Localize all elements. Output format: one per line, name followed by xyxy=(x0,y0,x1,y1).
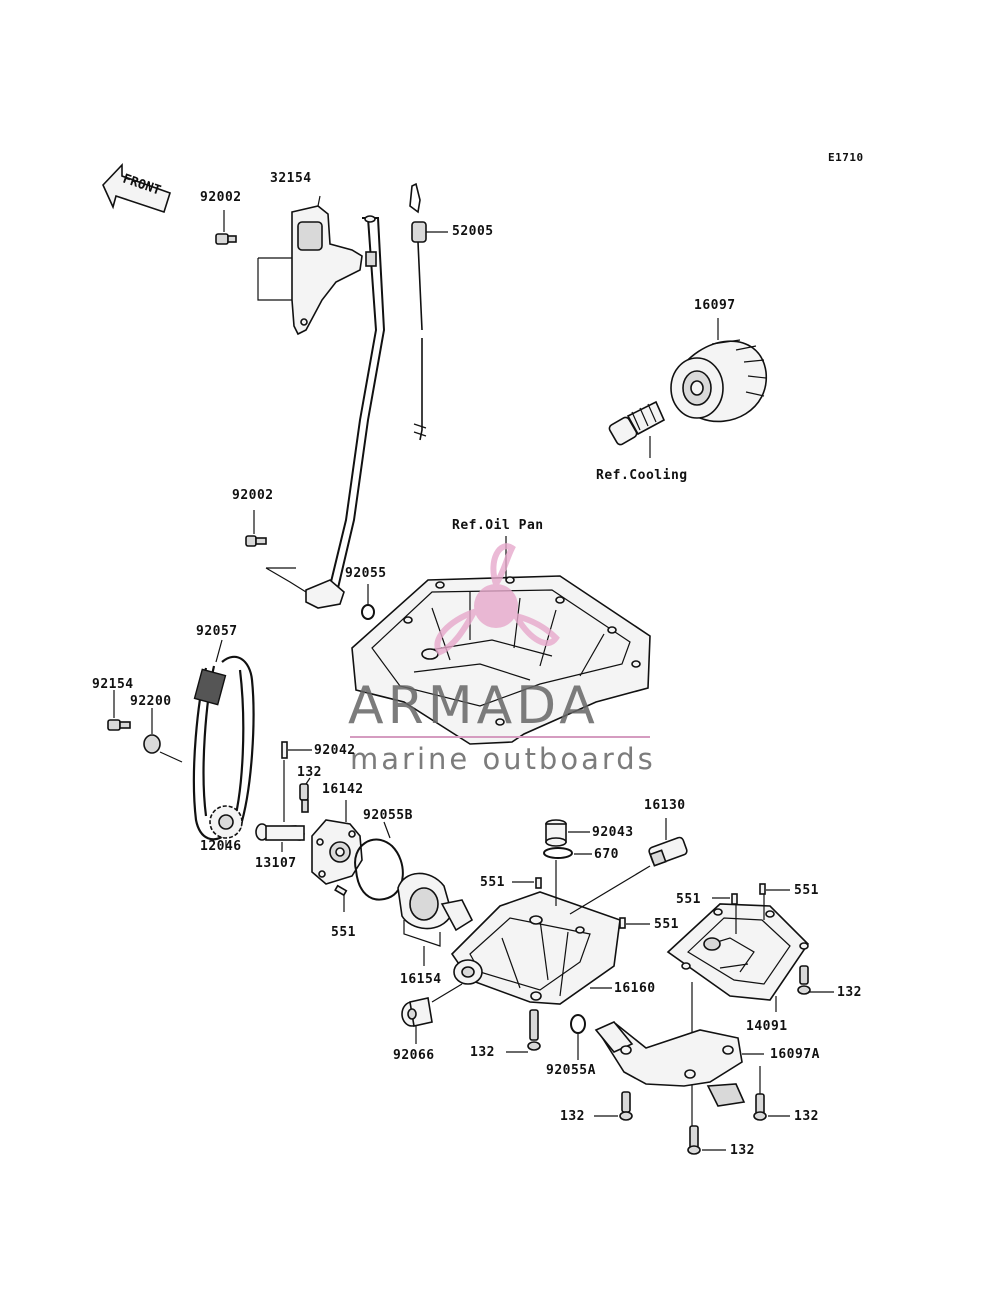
part-label[interactable]: 132 xyxy=(730,1143,755,1158)
bolt-132-cover xyxy=(797,965,811,995)
bolt-92002-upper xyxy=(215,233,237,245)
armada-logo-icon xyxy=(434,543,560,656)
pin-551-b xyxy=(619,917,626,929)
part-label[interactable]: 16097A xyxy=(770,1047,820,1062)
part-label[interactable]: 92200 xyxy=(130,694,172,709)
gasket-92055B xyxy=(354,838,404,901)
dipstick-52005 xyxy=(409,182,427,441)
part-label[interactable]: 16154 xyxy=(400,972,442,987)
dipstick-tube xyxy=(305,215,386,609)
part-label[interactable]: 670 xyxy=(594,847,619,862)
part-label[interactable]: 132 xyxy=(297,765,322,780)
oring-92055A xyxy=(570,1014,586,1034)
bolt-132-pump xyxy=(299,783,309,813)
oil-filter-16097 xyxy=(670,339,767,423)
bolt-92154 xyxy=(107,719,131,731)
part-label[interactable]: 132 xyxy=(794,1109,819,1124)
part-label[interactable]: 13107 xyxy=(255,856,297,871)
diagram-code: E1710 xyxy=(828,151,864,164)
oring-92055 xyxy=(361,604,375,620)
watermark-subtitle: marine outboards xyxy=(350,742,656,776)
part-label[interactable]: 16097 xyxy=(694,298,736,313)
bolt-92002-lower xyxy=(245,535,267,547)
ref-oil-pan-label[interactable]: Ref.Oil Pan xyxy=(452,518,544,533)
part-label[interactable]: 92002 xyxy=(232,488,274,503)
watermark-divider xyxy=(350,736,650,738)
part-label[interactable]: 132 xyxy=(470,1045,495,1060)
part-label[interactable]: 551 xyxy=(794,883,819,898)
ref-cooling-label[interactable]: Ref.Cooling xyxy=(596,468,688,483)
part-label[interactable]: 12046 xyxy=(200,839,242,854)
part-label[interactable]: 92055 xyxy=(345,566,387,581)
bolt-132-lower-center xyxy=(687,1125,701,1155)
watermark-title: ARMADA xyxy=(348,676,599,736)
cooling-fitting xyxy=(608,400,666,446)
oil-pump-body-16142 xyxy=(311,819,363,885)
part-label[interactable]: 16142 xyxy=(322,782,364,797)
part-label[interactable]: 132 xyxy=(837,985,862,1000)
pin-551-a xyxy=(535,877,542,889)
sprocket-12046 xyxy=(209,805,243,839)
collar-92066 xyxy=(401,997,433,1027)
part-label[interactable]: 92066 xyxy=(393,1048,435,1063)
part-label[interactable]: 52005 xyxy=(452,224,494,239)
part-label[interactable]: 551 xyxy=(654,917,679,932)
bolt-132-lower-right xyxy=(753,1093,767,1121)
pin-551-c xyxy=(731,893,738,905)
part-label[interactable]: 92055A xyxy=(546,1063,596,1078)
pump-housing-16160 xyxy=(450,891,621,1005)
pressure-switch-16130 xyxy=(648,836,688,867)
part-label[interactable]: 14091 xyxy=(746,1019,788,1034)
shaft-13107 xyxy=(255,823,306,841)
bolt-132-housing xyxy=(527,1009,541,1051)
pin-551-d xyxy=(759,883,766,895)
part-label[interactable]: 92043 xyxy=(592,825,634,840)
part-label[interactable]: 551 xyxy=(480,875,505,890)
bracket-32154 xyxy=(291,205,363,336)
pin-551-pump xyxy=(334,884,348,897)
cover-14091 xyxy=(666,903,810,1001)
part-label[interactable]: 551 xyxy=(331,925,356,940)
part-label[interactable]: 92154 xyxy=(92,677,134,692)
part-label[interactable]: 132 xyxy=(560,1109,585,1124)
washer-92200 xyxy=(143,734,161,754)
rotor-16154 xyxy=(397,872,474,932)
pin-92042 xyxy=(281,741,288,759)
part-label[interactable]: 16130 xyxy=(644,798,686,813)
part-label[interactable]: 551 xyxy=(676,892,701,907)
part-label[interactable]: 32154 xyxy=(270,171,312,186)
part-label[interactable]: 16160 xyxy=(614,981,656,996)
cover-16097A xyxy=(594,1021,746,1107)
part-label[interactable]: 92002 xyxy=(200,190,242,205)
plug-92043 xyxy=(545,819,567,847)
bolt-132-lower-left xyxy=(619,1091,633,1121)
part-label[interactable]: 92042 xyxy=(314,743,356,758)
part-label[interactable]: 92057 xyxy=(196,624,238,639)
oring-670 xyxy=(543,847,573,859)
front-arrow-icon: FRONT xyxy=(102,162,171,214)
part-label[interactable]: 92055B xyxy=(363,808,413,823)
